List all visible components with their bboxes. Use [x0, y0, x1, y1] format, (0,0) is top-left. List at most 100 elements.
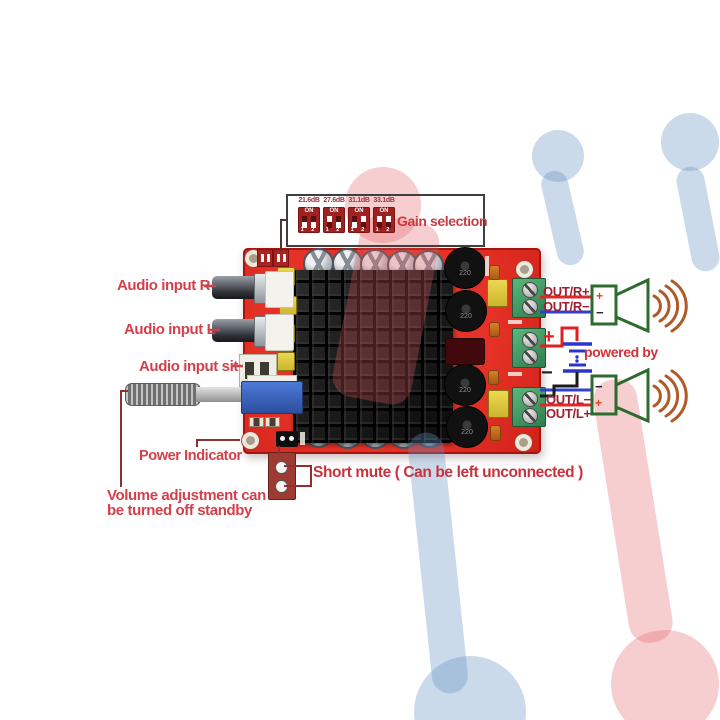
dip-toggle — [377, 216, 382, 222]
dip-on-label: ON — [304, 208, 314, 214]
speaker-r-minus-mark: − — [596, 305, 604, 320]
gain-db-label: 33.1dB — [373, 197, 395, 204]
dip-toggle — [386, 216, 391, 222]
dip-toggle — [361, 216, 366, 222]
sound-wave — [664, 284, 680, 328]
dip-pin-label: 1 2 — [375, 227, 393, 233]
audio-input-r-label: Audio input R — [117, 277, 211, 294]
speaker-l-minus-mark: − — [595, 379, 603, 394]
gain-dip-switch: ON 1 2 — [348, 207, 370, 233]
audio-input-sit-label: Audio input sit — [139, 358, 238, 375]
silkscreen-mark — [508, 320, 522, 324]
terminal-screw — [522, 408, 538, 424]
speaker-r-plus-mark: + — [596, 289, 604, 303]
gain-dip-switch: ON 1 2 — [373, 207, 395, 233]
out-l-minus-label: OUT/L− — [546, 392, 591, 407]
volume-label-line1: Volume adjustment can — [107, 487, 266, 504]
out-r-minus-label: OUT/R− — [543, 299, 590, 314]
short-mute-connector — [268, 452, 296, 500]
rca-jack-l-barrel — [212, 319, 258, 342]
sound-wave — [652, 384, 662, 408]
speaker-l-symbol — [540, 367, 688, 424]
rca-jack-r-housing — [265, 271, 294, 308]
gain-selection-label: Gain selection — [397, 213, 488, 229]
speaker-r-symbol — [540, 277, 688, 334]
dip-on-label: ON — [354, 208, 364, 214]
dip-toggle — [352, 222, 357, 228]
resistor — [489, 322, 500, 337]
resistor — [488, 370, 499, 385]
short-mute-pin — [275, 461, 288, 474]
rca-jack-l-housing — [265, 314, 294, 351]
inductor-label: 220 — [460, 313, 472, 320]
sound-wave — [664, 374, 680, 418]
inductor-toroid: 220 — [445, 290, 487, 332]
gain-db-label: 21.6dB — [298, 197, 320, 204]
audio-input-l-label: Audio input L — [124, 321, 216, 338]
power-minus-mark: − — [541, 362, 553, 384]
dip-slot — [377, 216, 382, 228]
speaker-l-plus-mark: + — [595, 396, 603, 410]
silkscreen-mark — [485, 256, 489, 276]
short-mute-bracket — [284, 465, 312, 487]
inductor-label: 220 — [459, 387, 471, 394]
gain-dip-switch: ON 1 2 — [323, 207, 345, 233]
terminal-screw — [522, 282, 538, 298]
resistor — [489, 265, 500, 280]
smd-resistor — [265, 417, 280, 427]
terminal-block-left-out — [512, 387, 546, 427]
terminal-screw — [522, 349, 538, 365]
battery-dot — [575, 355, 579, 359]
dip-pin-label: 1 2 — [300, 227, 318, 233]
dip-toggle — [336, 222, 341, 228]
power-plus-mark: + — [543, 326, 555, 348]
sound-wave — [670, 279, 688, 333]
volume-label-line2: be turned off standby — [107, 502, 252, 519]
inductor-label: 220 — [459, 270, 471, 277]
mount-hole — [516, 261, 533, 278]
terminal-screw — [522, 391, 538, 407]
gain-db-label: 27.6dB — [323, 197, 345, 204]
battery-symbol — [540, 326, 592, 398]
smd-resistor — [249, 417, 264, 427]
power-plus-wire — [540, 326, 579, 348]
mute-pin-header — [276, 431, 298, 447]
onboard-dip-switch — [257, 249, 273, 267]
potentiometer-neck — [196, 387, 242, 402]
mount-hole — [242, 432, 259, 449]
power-indicator-leader — [196, 439, 240, 447]
power-indicator-label: Power Indicator — [139, 448, 242, 464]
dip-slot — [327, 216, 332, 228]
silkscreen-mark — [508, 372, 522, 376]
dip-pin-label: 1 2 — [350, 227, 368, 233]
dip-on-label: ON — [329, 208, 339, 214]
powered-by-label: powered by — [584, 344, 658, 360]
dip-toggle — [302, 222, 307, 228]
terminal-screw — [522, 299, 538, 315]
dip-pin-label: 1 2 — [325, 227, 343, 233]
sound-wave — [652, 294, 662, 318]
inductor-toroid: 220 — [446, 406, 488, 448]
shielded-inductor — [445, 338, 485, 365]
out-r-plus-label: OUT/R+ — [543, 284, 590, 299]
dip-toggle — [327, 216, 332, 222]
dip-slot — [361, 216, 366, 228]
speaker-cone — [614, 367, 650, 424]
potentiometer-body — [241, 381, 303, 414]
resistor — [490, 425, 501, 441]
rca-jack-r-barrel — [212, 276, 258, 299]
silkscreen-mark — [300, 432, 305, 445]
out-l-plus-label: OUT/L+ — [546, 406, 591, 421]
sound-wave — [658, 289, 671, 323]
terminal-block-power — [512, 328, 546, 368]
mount-hole — [515, 434, 532, 451]
sound-wave — [658, 379, 671, 413]
dip-slot — [386, 216, 391, 228]
power-minus-wire — [540, 372, 579, 398]
terminal-screw — [522, 332, 538, 348]
sound-wave — [670, 369, 688, 423]
gain-dip-switch: ON 1 2 — [298, 207, 320, 233]
